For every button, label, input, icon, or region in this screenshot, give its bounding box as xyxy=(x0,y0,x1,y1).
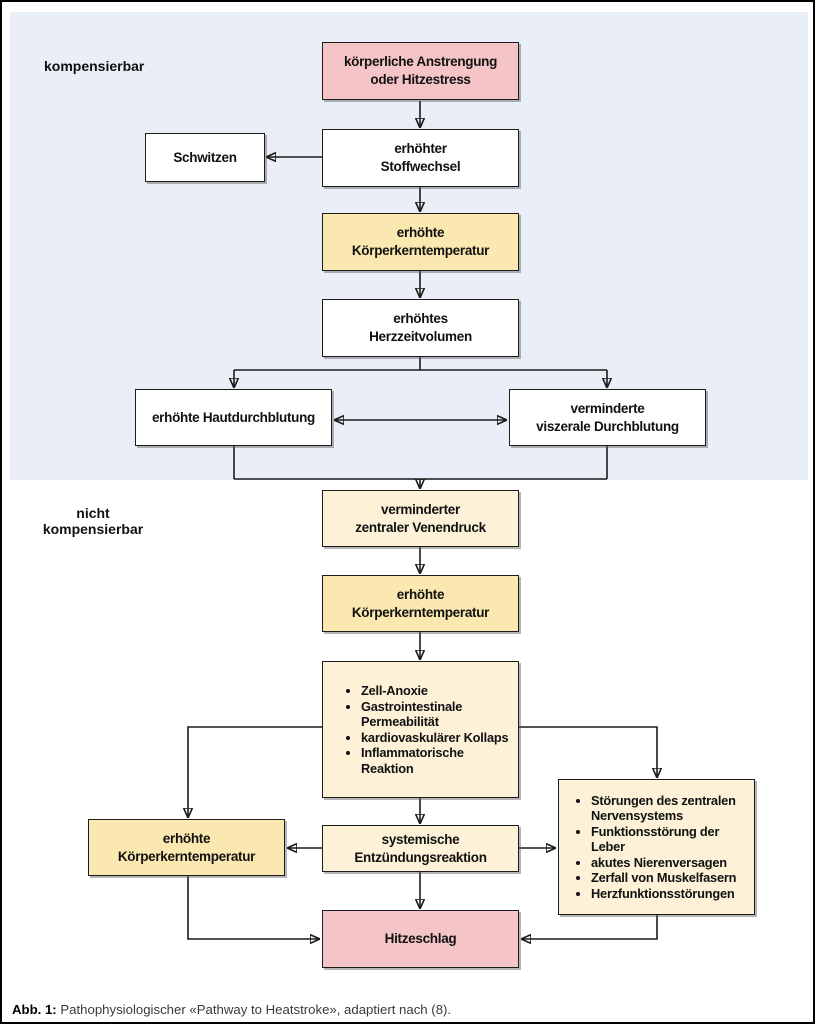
compensable-region-label: kompensierbar xyxy=(44,58,145,74)
list-item: Gastrointestinale Permeabilität xyxy=(361,699,510,730)
arrow-cell-effects-to-coretemp3 xyxy=(188,726,322,817)
box-increased-skin-perfusion: erhöhte Hautdurchblutung xyxy=(135,389,332,446)
box-cellular-effects-list: Zell-Anoxie Gastrointestinale Permeabili… xyxy=(322,661,519,798)
arrow-coretemp3-to-heatstroke xyxy=(187,876,319,939)
arrow-organ-damage-to-heatstroke xyxy=(522,915,658,939)
box-elevated-core-temperature-1: erhöhte Körperkerntemperatur xyxy=(322,213,519,271)
box-elevated-core-temperature-2: erhöhte Körperkerntemperatur xyxy=(322,575,519,632)
box-heatstroke: Hitzeschlag xyxy=(322,910,519,968)
list-item: Funktionsstörung der Leber xyxy=(591,824,748,855)
list-item: akutes Nierenversagen xyxy=(591,855,748,871)
figure-caption-number: Abb. 1: xyxy=(12,1002,57,1017)
cellular-effects-list: Zell-Anoxie Gastrointestinale Permeabili… xyxy=(327,683,514,776)
list-item: Störungen des zentralen Nervensystems xyxy=(591,793,748,824)
list-item: Herzfunktionsstörungen xyxy=(591,886,748,902)
box-elevated-core-temperature-3: erhöhte Körperkerntemperatur xyxy=(88,819,285,876)
box-increased-metabolism: erhöhter Stoffwechsel xyxy=(322,129,519,187)
figure-caption-text: Pathophysiologischer «Pathway to Heatstr… xyxy=(56,1002,452,1017)
figure-caption: Abb. 1: Pathophysiologischer «Pathway to… xyxy=(12,1002,451,1017)
box-exertion-or-heat-stress: körperliche Anstrengung oder Hitzestress xyxy=(322,42,519,100)
box-organ-damage-list: Störungen des zentralen Nervensystems Fu… xyxy=(558,779,755,915)
box-reduced-central-venous-pressure: verminderter zentraler Venendruck xyxy=(322,490,519,547)
list-item: Inflammatorische Reaktion xyxy=(361,745,510,776)
box-systemic-inflammatory-reaction: systemische Entzündungsreaktion xyxy=(322,825,519,872)
box-increased-cardiac-output: erhöhtes Herzzeitvolumen xyxy=(322,299,519,357)
list-item: Zerfall von Muskelfasern xyxy=(591,870,748,886)
list-item: kardiovaskulärer Kollaps xyxy=(361,730,510,746)
arrow-cell-effects-to-organ-damage xyxy=(519,726,657,777)
organ-damage-list: Störungen des zentralen Nervensystems Fu… xyxy=(563,793,750,902)
not-compensable-region-label: nicht kompensierbar xyxy=(42,505,144,537)
list-item: Zell-Anoxie xyxy=(361,683,510,699)
box-reduced-visceral-perfusion: verminderte viszerale Durchblutung xyxy=(509,389,706,446)
box-sweating: Schwitzen xyxy=(145,133,265,182)
